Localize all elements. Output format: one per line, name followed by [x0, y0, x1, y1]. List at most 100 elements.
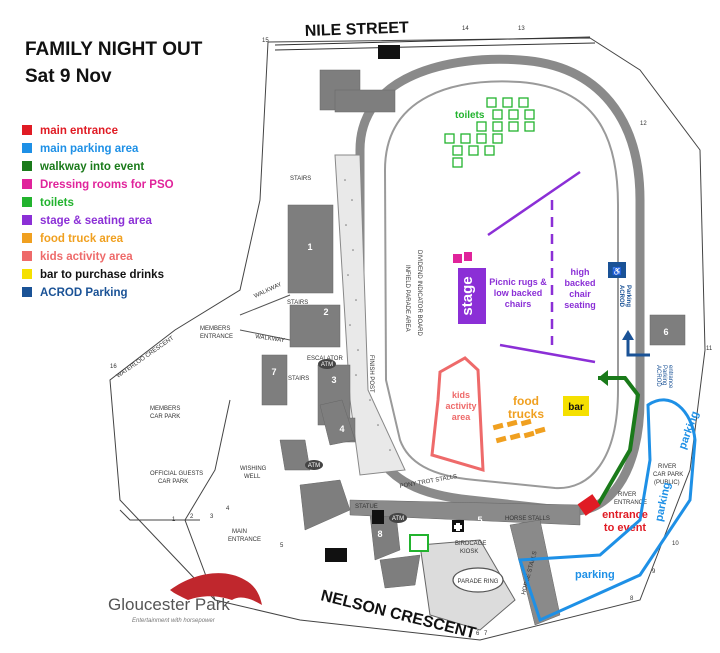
walkway-into-event: [596, 376, 641, 507]
gate-5: 5: [280, 543, 284, 549]
legend-main-parking: main parking area: [40, 143, 139, 155]
site-boundary: [109, 37, 706, 641]
event-date: Sat 9 Nov: [25, 66, 112, 87]
stall-strips: [349, 499, 581, 626]
walkway-label-1: WALKWAY: [253, 282, 283, 300]
acrod-entrance-label-2: Parking: [661, 365, 667, 385]
building-8-number: 8: [377, 529, 382, 539]
toilets-area: [409, 97, 535, 552]
high-backed-line-3: chair: [569, 289, 591, 299]
gate-10: 10: [672, 541, 679, 547]
nile-street-label: NILE STREET: [305, 19, 410, 40]
acrod-side-label: ACROD: [618, 285, 624, 308]
nile-street-road: [274, 36, 596, 51]
picnic-line-2: low backed: [494, 288, 543, 298]
accessible-icon: ♿: [612, 266, 622, 276]
legend-main-entrance: main entrance: [40, 125, 118, 137]
toilets-feature-label: toilets: [455, 110, 485, 121]
birdcage-label-2: KIOSK: [460, 549, 478, 555]
river-entrance-label-1: RIVER: [618, 492, 637, 498]
statue-label: STATUE: [355, 504, 378, 510]
gate-14: 14: [462, 26, 469, 32]
food-line-2: trucks: [508, 407, 544, 421]
legend-swatch-food-truck: [22, 233, 32, 243]
escalator-label: ESCALATOR: [307, 356, 343, 362]
parade-ring: [452, 567, 504, 593]
food-truck-markers: [492, 418, 546, 444]
wishing-well-label-1: WISHING: [240, 466, 267, 472]
building-2-number: 2: [323, 307, 328, 317]
building-7-number: 7: [271, 367, 276, 377]
legend-swatch-dressing-rooms: [22, 179, 32, 189]
acrod-side-label-2: Parking: [625, 285, 631, 307]
river-car-park-label-1: RIVER: [658, 464, 677, 470]
high-backed-line-1: high: [571, 267, 590, 277]
river-car-park-label-3: (PUBLIC): [654, 480, 680, 486]
infield-parade-label: INFIELD PARADE AREA: [404, 265, 410, 332]
atm-label-1: ATM: [321, 362, 333, 368]
gate-11: 11: [706, 346, 713, 352]
atm-label-3: ATM: [392, 516, 404, 522]
picnic-line-3: chairs: [505, 299, 532, 309]
river-car-park-label-2: CAR PARK: [653, 472, 683, 478]
finish-post-label: FINISH POST: [368, 355, 374, 393]
dividend-board-label: DIVIDEND INDICATOR BOARD: [416, 250, 422, 336]
atm-markers: ATM ATM ATM: [305, 359, 407, 523]
gate-3: 3: [210, 514, 214, 520]
building-numbers: 1 2 3 4 5 6 7 8: [271, 242, 668, 539]
main-entrance-marker: [577, 494, 601, 516]
restroom-icons: [325, 45, 464, 562]
high-backed-line-4: seating: [564, 300, 596, 310]
restroom-icon-north: [378, 45, 400, 59]
building-4-number: 4: [339, 424, 344, 434]
legend-dressing-rooms: Dressing rooms for PSO: [40, 179, 174, 191]
gate-4: 4: [226, 506, 230, 512]
legend-walkway: walkway into event: [39, 161, 144, 173]
legend: main entrance main parking area walkway …: [22, 125, 174, 299]
parking-label-1: parking: [575, 569, 615, 581]
dressing-rooms-2: [464, 252, 472, 261]
food-line-1: food: [513, 394, 539, 408]
members-entrance-label-1: MEMBERS: [200, 326, 230, 332]
legend-swatch-main-entrance: [22, 125, 32, 135]
main-entrance-label-1: MAIN: [232, 529, 247, 535]
legend-swatch-kids-area: [22, 251, 32, 261]
horse-stalls-label: HORSE STALLS: [505, 516, 550, 522]
parking-label-3: parking: [677, 410, 702, 451]
stage-block: [458, 268, 486, 324]
parking-label-2: parking: [653, 481, 673, 522]
legend-swatch-stage: [22, 215, 32, 225]
members-car-park-label-2: CAR PARK: [150, 414, 180, 420]
legend-swatch-walkway: [22, 161, 32, 171]
stairs-label-1: STAIRS: [290, 176, 311, 182]
stage-label: stage: [459, 276, 476, 315]
legend-toilets: toilets: [40, 197, 74, 209]
horse-logo-icon: [170, 573, 262, 605]
bar-block: [563, 396, 589, 416]
members-car-park-label-1: MEMBERS: [150, 406, 180, 412]
acrod-arrow-head: [622, 330, 634, 340]
waterloo-crescent-label: WATERLOO CRESCENT: [116, 335, 176, 379]
walkway-arrow: [598, 370, 608, 386]
legend-food-truck: food truck area: [40, 233, 124, 245]
legend-kids-area: kids activity area: [40, 251, 133, 263]
main-parking-area: [517, 398, 697, 623]
racetrack-inner: [383, 80, 619, 490]
gate-1: 1: [172, 517, 176, 523]
high-backed-seating-label: high backed chair seating: [564, 267, 596, 310]
wishing-well-label-2: WELL: [244, 474, 261, 480]
acrod-entrance-label-3: entrance: [667, 365, 673, 389]
picnic-area-label: Picnic rugs & low backed chairs: [489, 277, 547, 309]
official-guests-label-2: CAR PARK: [158, 479, 188, 485]
members-entrance-label-2: ENTRANCE: [200, 334, 233, 340]
legend-acrod: ACROD Parking: [40, 287, 128, 299]
gate-2: 2: [190, 514, 194, 520]
gate-12: 12: [640, 121, 647, 127]
parade-ring-label: PARADE RING: [458, 579, 499, 585]
kids-line-1: kids: [452, 390, 470, 400]
seating-lines: [487, 170, 596, 364]
dressing-rooms: [453, 254, 462, 263]
gate-7: 7: [484, 631, 488, 637]
gate-6: 6: [476, 631, 480, 637]
